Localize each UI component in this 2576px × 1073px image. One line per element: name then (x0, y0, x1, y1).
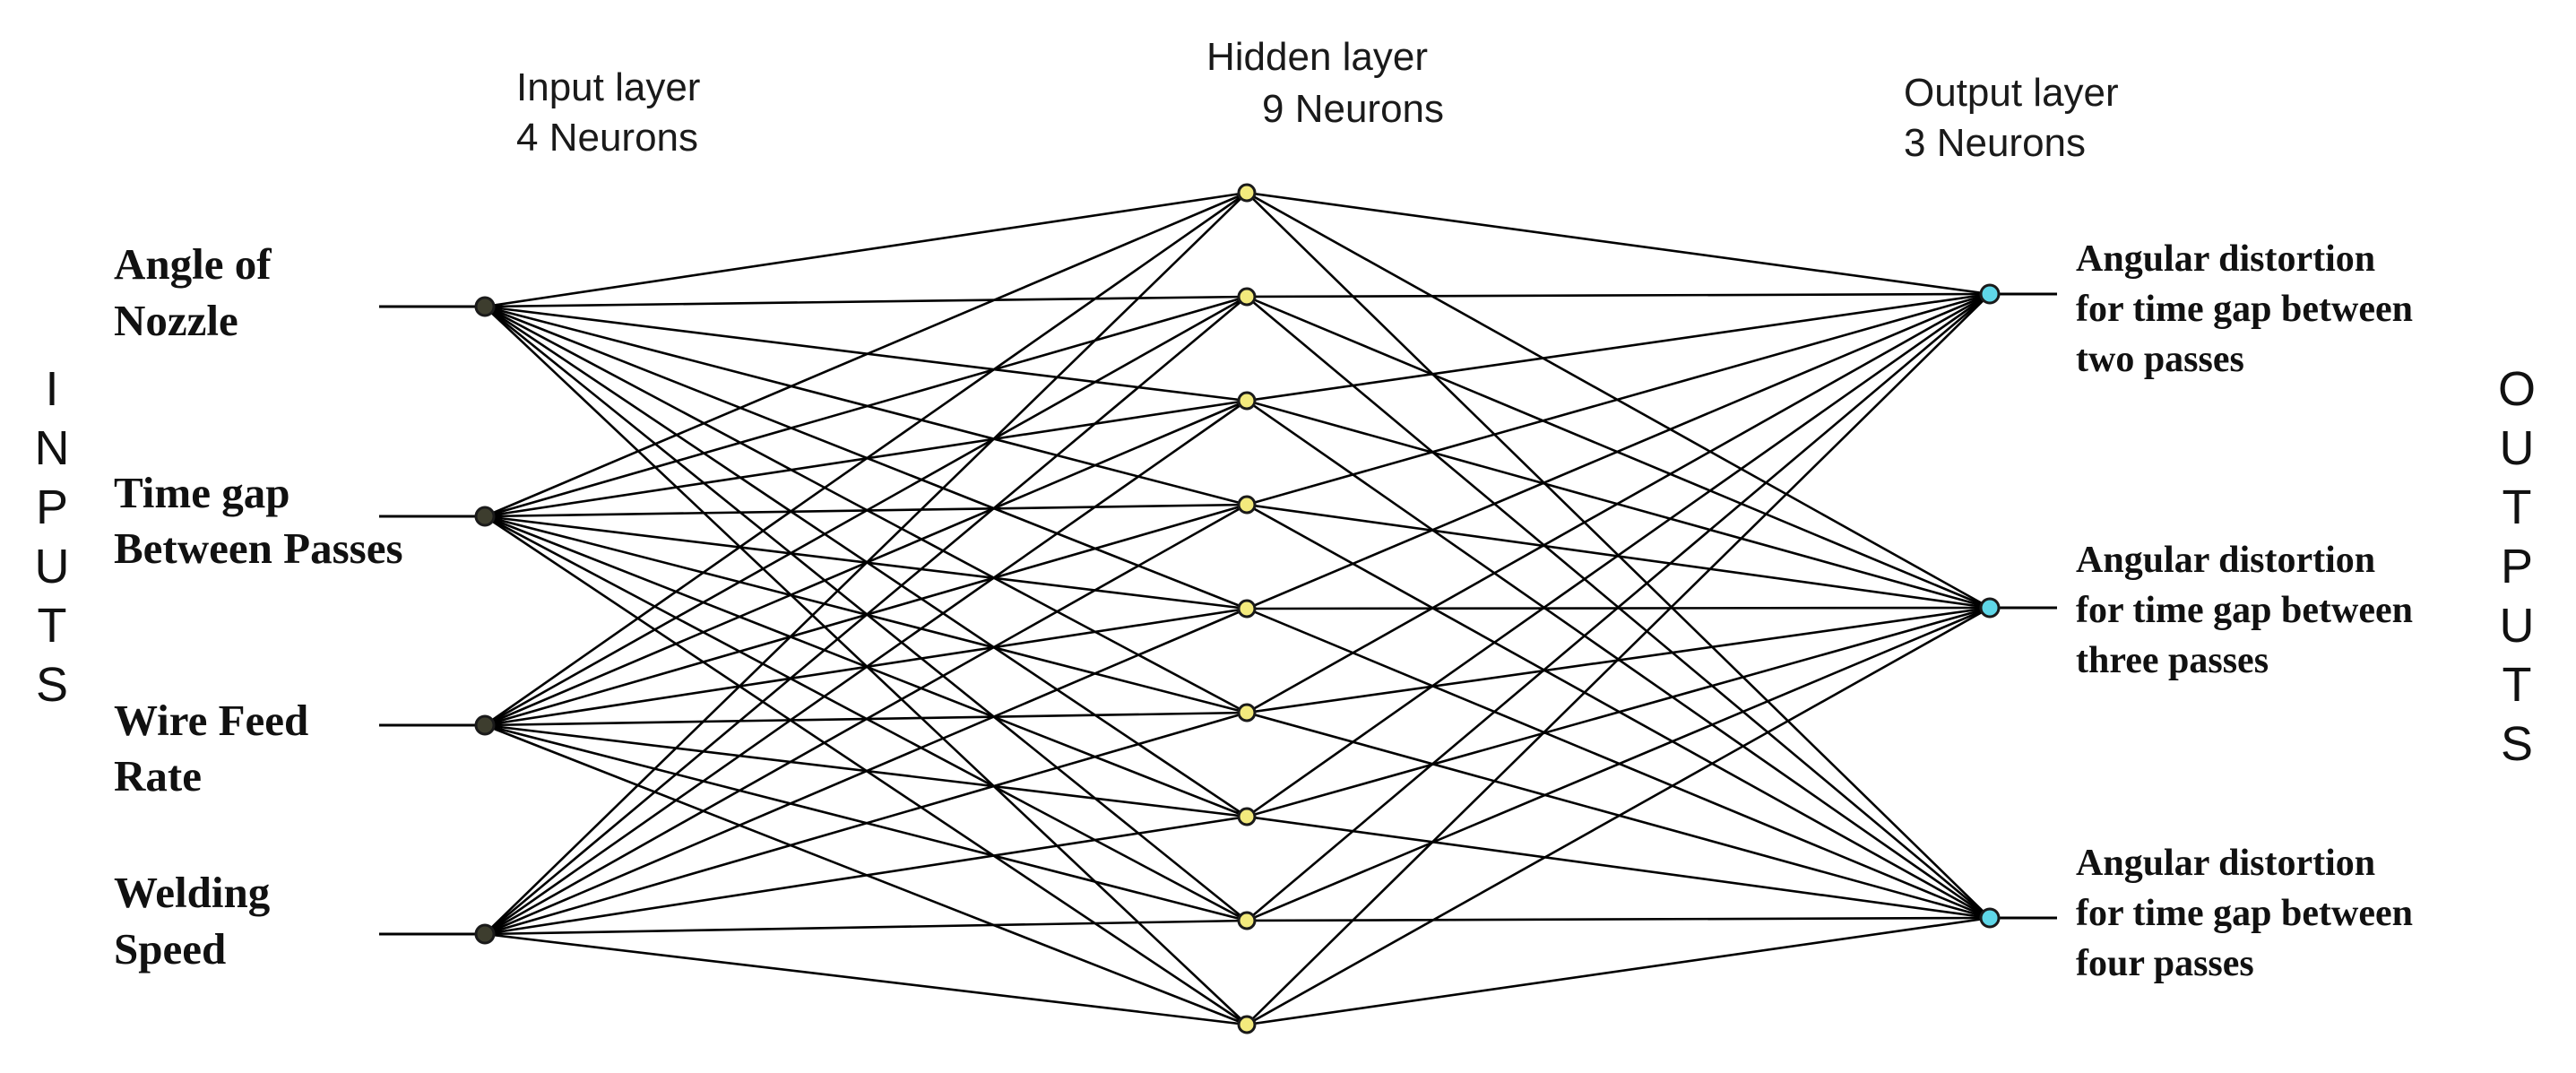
output-label-line: two passes (2076, 339, 2244, 380)
connection-input-hidden (484, 503, 1248, 936)
input-label-line: Angle of (114, 239, 272, 289)
input-neuron (474, 714, 496, 736)
hidden-neuron (1237, 807, 1257, 826)
connection-input-hidden (484, 919, 1248, 936)
input-label-line: Nozzle (114, 296, 238, 345)
connections (484, 191, 1991, 1026)
input-label-line: Rate (114, 751, 202, 800)
outputs-side-letter: U (2500, 599, 2535, 653)
hidden-neuron (1237, 599, 1257, 619)
input-label-line: Speed (114, 924, 226, 973)
outputs-side-letter: U (2500, 421, 2535, 475)
connection-input-hidden (484, 191, 1248, 308)
hidden-neuron (1237, 1015, 1257, 1034)
inputs-side-letter: P (36, 480, 68, 534)
connection-hidden-output (1246, 606, 1991, 922)
output-layer-count: 3 Neurons (1904, 121, 2086, 165)
connection-input-hidden (484, 295, 1248, 308)
connection-hidden-output (1246, 292, 1991, 506)
output-label-line: Angular distortion (2076, 238, 2375, 280)
hidden-neuron (1237, 703, 1257, 723)
output-label-line: for time gap between (2076, 289, 2413, 330)
inputs-side-label: I N P U T S (35, 362, 70, 712)
connection-hidden-output (1246, 292, 1991, 610)
input-layer-title: Input layer (516, 65, 700, 109)
outputs-side-letter: O (2498, 362, 2536, 416)
output-label-line: for time gap between (2076, 893, 2413, 934)
output-label-two-passes: Angular distortion for time gap between … (2076, 238, 2413, 380)
connection-input-hidden (484, 295, 1248, 518)
input-label-line: Wire Feed (114, 696, 308, 745)
connection-hidden-output (1246, 292, 1991, 714)
outputs-side-label: O U T P U T S (2498, 362, 2536, 771)
output-label-line: four passes (2076, 943, 2254, 984)
input-label-time-gap: Time gap Between Passes (114, 468, 403, 573)
input-label-angle-of-nozzle: Angle of Nozzle (114, 239, 272, 345)
outputs-side-letter: P (2501, 540, 2533, 593)
connection-hidden-output (1246, 606, 1991, 818)
connection-hidden-output (1246, 292, 1991, 402)
connection-hidden-output (1246, 292, 1991, 299)
connection-input-hidden (484, 932, 1248, 1026)
connection-input-hidden (484, 192, 1248, 935)
output-neuron (1979, 597, 2001, 619)
output-label-four-passes: Angular distortion for time gap between … (2076, 843, 2413, 984)
connection-hidden-output (1246, 293, 1991, 1025)
hidden-layer-title: Hidden layer (1206, 35, 1428, 79)
connection-hidden-output (1246, 916, 1991, 1026)
hidden-layer-count: 9 Neurons (1262, 87, 1444, 131)
output-label-line: for time gap between (2076, 590, 2413, 631)
inputs-side-letter: S (36, 658, 68, 712)
output-layer-title: Output layer (1904, 71, 2119, 115)
inputs-side-letter: I (45, 362, 58, 416)
input-neuron (474, 923, 496, 945)
hidden-layer-heading: Hidden layer 9 Neurons (1206, 35, 1444, 131)
input-label-welding-speed: Welding Speed (114, 868, 271, 973)
output-layer-heading: Output layer 3 Neurons (1904, 71, 2119, 165)
connection-input-hidden (484, 607, 1248, 936)
inputs-side-letter: N (35, 421, 70, 475)
connection-input-hidden (484, 399, 1248, 936)
input-layer-count: 4 Neurons (516, 116, 698, 160)
connection-input-hidden (484, 295, 1248, 727)
input-neuron (474, 506, 496, 527)
hidden-neuron (1237, 287, 1257, 307)
connection-hidden-output (1246, 293, 1991, 922)
output-neuron (1979, 283, 2001, 305)
connection-hidden-output (1246, 191, 1991, 296)
outputs-side-letter: T (2503, 658, 2532, 712)
connection-hidden-output (1246, 815, 1991, 920)
input-layer-heading: Input layer 4 Neurons (516, 65, 700, 160)
hidden-neuron (1237, 911, 1257, 930)
inputs-side-letter: T (38, 599, 67, 653)
connection-hidden-output (1246, 606, 1991, 1026)
output-label-line: three passes (2076, 640, 2269, 681)
input-label-line: Welding (114, 868, 271, 917)
connection-hidden-output (1246, 916, 1991, 922)
connection-input-hidden (484, 191, 1248, 727)
output-label-three-passes: Angular distortion for time gap between … (2076, 540, 2413, 681)
lead-lines (379, 292, 2057, 936)
inputs-side-letter: U (35, 540, 70, 593)
hidden-neuron (1237, 183, 1257, 203)
connection-input-hidden (484, 296, 1248, 935)
input-label-line: Time gap (114, 468, 290, 517)
outputs-side-letter: T (2503, 480, 2532, 534)
connection-input-hidden (484, 191, 1248, 518)
output-label-line: Angular distortion (2076, 843, 2375, 884)
input-label-line: Between Passes (114, 524, 403, 573)
connection-input-hidden (484, 711, 1248, 936)
outputs-side-letter: S (2501, 717, 2533, 771)
neurons (474, 183, 2001, 1034)
output-label-line: Angular distortion (2076, 540, 2375, 581)
connection-input-hidden (484, 815, 1248, 936)
output-neuron (1979, 907, 2001, 929)
hidden-neuron (1237, 495, 1257, 515)
input-label-wire-feed-rate: Wire Feed Rate (114, 696, 308, 800)
input-neuron (474, 296, 496, 317)
connection-hidden-output (1246, 292, 1991, 818)
hidden-neuron (1237, 391, 1257, 411)
